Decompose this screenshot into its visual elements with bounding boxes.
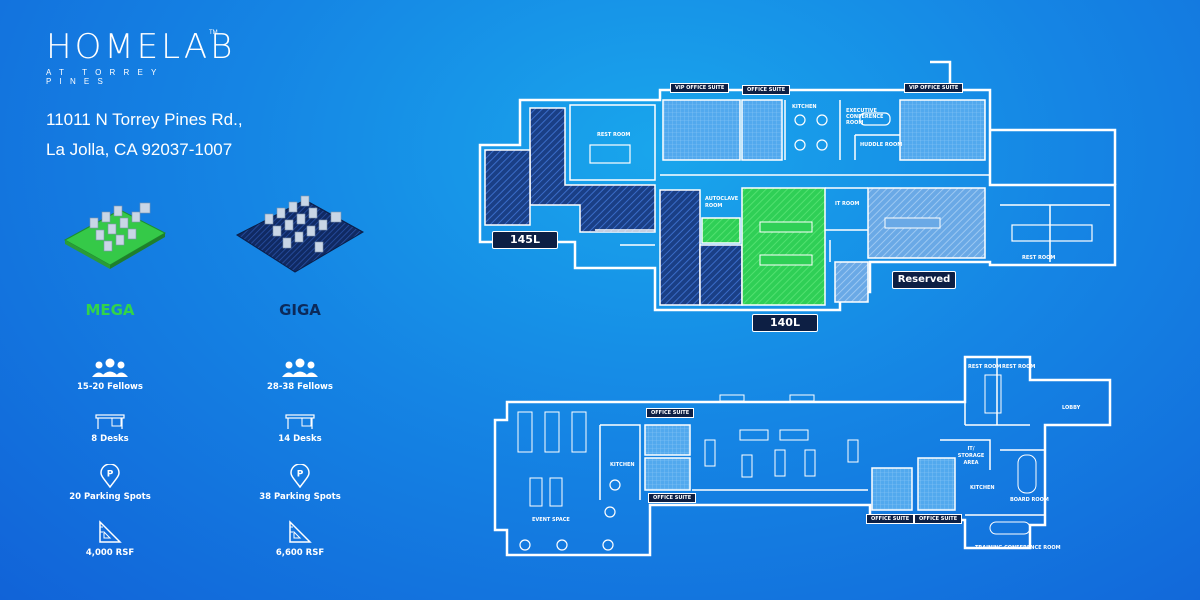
parking-pin-icon: P — [100, 464, 120, 488]
address-line-1: 11011 N Torrey Pines Rd., — [46, 110, 243, 129]
label-board-room: BOARD ROOM — [1010, 497, 1049, 503]
plan-name-mega: MEGA — [85, 301, 135, 319]
label-office-suite-lower-d: OFFICE SUITE — [914, 514, 963, 524]
giga-parking: P 38 Parking Spots — [240, 464, 360, 502]
badge-reserved: Reserved — [892, 271, 956, 289]
label-kitchen-upper: KITCHEN — [792, 104, 817, 110]
giga-fellows-text: 28-38 Fellows — [267, 382, 333, 392]
label-vip-office-suite-2: VIP OFFICE SUITE — [904, 83, 964, 93]
brand-name: HOMELAB — [46, 27, 236, 67]
lower-floor-plan — [493, 355, 1112, 557]
people-icon — [282, 358, 318, 377]
giga-desks-text: 14 Desks — [278, 434, 322, 444]
giga-fellows: 28-38 Fellows — [240, 358, 360, 392]
label-huddle-room: HUDDLE ROOM — [860, 142, 903, 148]
address-line-2: La Jolla, CA 92037-1007 — [46, 140, 233, 159]
brand-subtitle: AT TORREY PINES — [46, 68, 165, 86]
label-office-suite-lower-bottom: OFFICE SUITE — [648, 493, 697, 503]
label-lobby: LOBBY — [1062, 405, 1081, 411]
mega-desks: 8 Desks — [50, 412, 170, 444]
badge-140l: 140L — [752, 314, 818, 332]
label-autoclave-room: AUTOCLAVE ROOM — [705, 196, 739, 209]
label-rest-room-a: REST ROOM — [968, 364, 1002, 370]
label-executive-conference: EXECUTIVE CONFERENCE ROOM — [846, 108, 884, 126]
mega-fellows-text: 15-20 Fellows — [77, 382, 143, 392]
svg-text:P: P — [297, 470, 304, 480]
parking-pin-icon: P — [290, 464, 310, 488]
giga-parking-text: 38 Parking Spots — [259, 492, 341, 502]
mega-desks-text: 8 Desks — [91, 434, 129, 444]
trademark: TM — [209, 30, 218, 36]
people-icon — [92, 358, 128, 377]
mega-floor-illustration — [63, 202, 167, 269]
label-rest-room-b: REST ROOM — [1002, 364, 1036, 370]
mega-fellows: 15-20 Fellows — [50, 358, 170, 392]
desk-icon — [285, 414, 315, 429]
upper-floor-plan — [478, 60, 1117, 312]
giga-floor-illustration — [235, 195, 365, 273]
label-office-suite-lower-top: OFFICE SUITE — [646, 408, 695, 418]
label-training-conference: TRAINING CONFERENCE ROOM — [975, 545, 1061, 551]
label-vip-office-suite-1: VIP OFFICE SUITE — [670, 83, 730, 93]
giga-area: 6,600 RSF — [240, 520, 360, 558]
label-kitchen-lower: KITCHEN — [610, 462, 635, 468]
badge-145l: 145L — [492, 231, 558, 249]
label-rest-room-upper: REST ROOM — [597, 132, 631, 138]
mega-area: 4,000 RSF — [50, 520, 170, 558]
address: 11011 N Torrey Pines Rd., La Jolla, CA 9… — [46, 105, 243, 165]
label-it-storage: IT/ STORAGE AREA — [957, 446, 985, 466]
label-office-suite-upper: OFFICE SUITE — [742, 85, 791, 95]
mega-parking-text: 20 Parking Spots — [69, 492, 151, 502]
giga-area-text: 6,600 RSF — [275, 548, 325, 558]
mega-area-text: 4,000 RSF — [85, 548, 135, 558]
label-it-room: IT ROOM — [835, 201, 860, 207]
desk-icon — [95, 414, 125, 429]
label-kitchen-lower-right: KITCHEN — [970, 485, 995, 491]
label-rest-room-upper-right: REST ROOM — [1022, 255, 1056, 261]
giga-desks: 14 Desks — [240, 412, 360, 444]
brand-logo: HOMELAB TM AT TORREY PINES — [46, 27, 236, 86]
plan-name-giga: GIGA — [279, 301, 321, 319]
mega-parking: P 20 Parking Spots — [50, 464, 170, 502]
label-office-suite-lower-c: OFFICE SUITE — [866, 514, 915, 524]
label-event-space: EVENT SPACE — [532, 517, 570, 523]
set-square-icon — [289, 520, 312, 543]
set-square-icon — [99, 520, 122, 543]
svg-text:P: P — [107, 470, 114, 480]
